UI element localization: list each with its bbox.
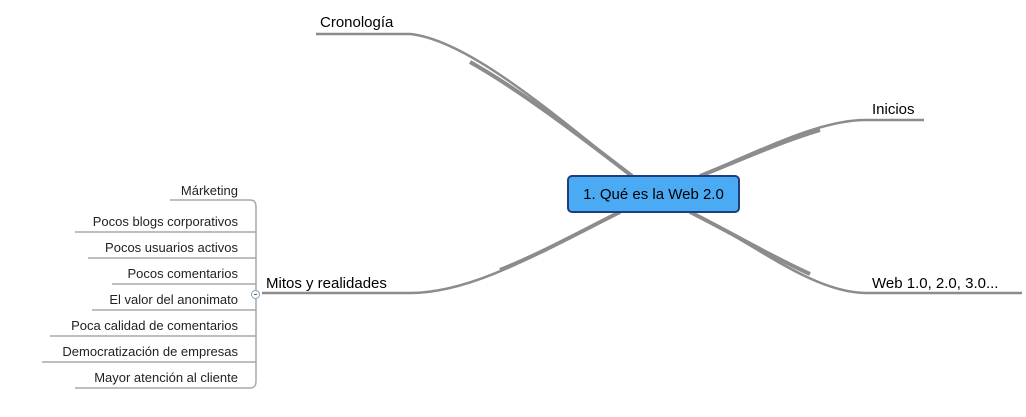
leaf-label: Mayor atención al cliente	[94, 370, 238, 385]
leaf-label: El valor del anonimato	[109, 292, 238, 307]
topic-web-versions[interactable]: Web 1.0, 2.0, 3.0...	[872, 275, 998, 292]
topic-mitos-label: Mitos y realidades	[266, 275, 387, 292]
leaf-label: Democratización de empresas	[62, 344, 238, 359]
branch-cronologia	[316, 32, 633, 177]
branch-web-versions-thick	[689, 210, 811, 276]
branch-mitos-thick	[499, 210, 621, 272]
topic-inicios-label: Inicios	[872, 101, 915, 118]
topic-mitos[interactable]: Mitos y realidades	[266, 275, 387, 292]
topic-cronologia[interactable]: Cronología	[320, 14, 393, 31]
root-node[interactable]: 1. Qué es la Web 2.0	[567, 175, 740, 213]
topic-inicios[interactable]: Inicios	[872, 101, 915, 118]
leaf-label: Poca calidad de comentarios	[71, 318, 238, 333]
leaf-item[interactable]: Pocos blogs corporativos	[93, 214, 238, 229]
leaf-label: Pocos blogs corporativos	[92, 214, 238, 229]
leaf-item[interactable]: Pocos usuarios activos	[105, 240, 238, 255]
leaf-label: Pocos usuarios activos	[105, 240, 238, 255]
leaf-item[interactable]: El valor del anonimato	[109, 292, 238, 307]
topic-web-versions-label: Web 1.0, 2.0, 3.0...	[872, 275, 999, 292]
leaf-item[interactable]: Pocos comentarios	[127, 266, 238, 281]
leaf-item[interactable]: Márketing	[181, 183, 238, 198]
branch-cronologia-thick	[469, 60, 634, 178]
leaf-item[interactable]: Mayor atención al cliente	[94, 370, 238, 385]
collapse-toggle-icon[interactable]	[251, 290, 260, 299]
branch-inicios-thick	[699, 128, 821, 178]
branch-inicios	[699, 118, 924, 178]
topic-cronologia-label: Cronología	[320, 14, 394, 31]
leaf-underlines	[42, 199, 256, 389]
leaf-label: Pocos comentarios	[127, 266, 238, 281]
leaf-item[interactable]: Poca calidad de comentarios	[71, 318, 238, 333]
leaf-item[interactable]: Democratización de empresas	[62, 344, 238, 359]
root-label: 1. Qué es la Web 2.0	[583, 185, 724, 203]
leaf-label: Márketing	[180, 183, 238, 198]
